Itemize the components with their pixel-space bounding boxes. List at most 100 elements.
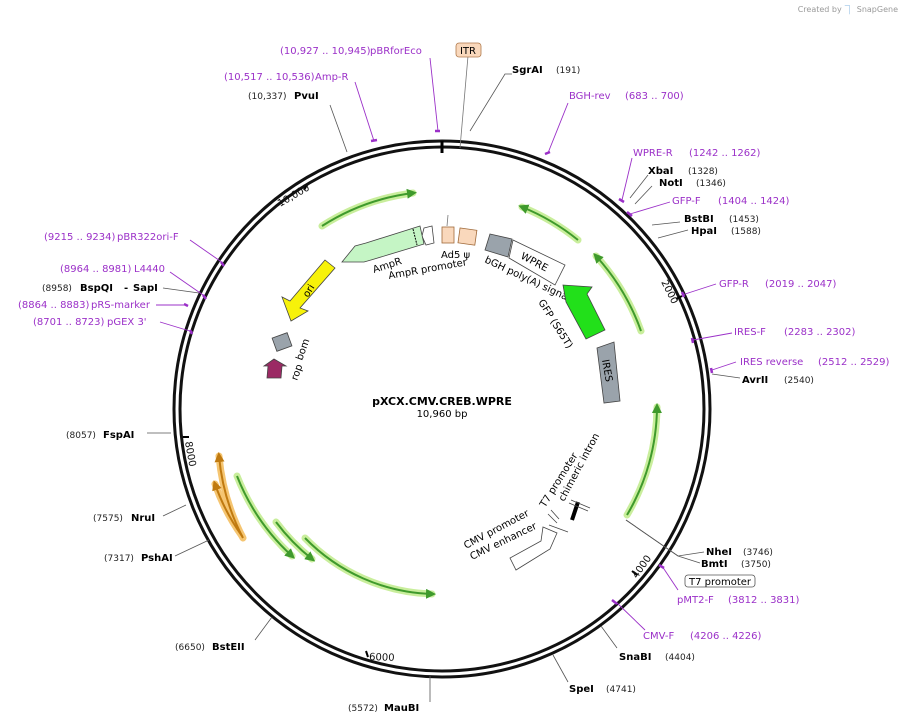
tick-label-6000: 6000 [369, 652, 395, 664]
primer-wpre-r: WPRE-R [633, 148, 673, 159]
enzyme-hpai: HpaI [691, 226, 717, 237]
snapgene-logo-icon: ⏋ [844, 6, 854, 16]
enzyme-pshai: PshAI [141, 553, 173, 564]
enzyme-bspqi-pos: (8958) [42, 284, 72, 294]
primer-marks [183, 129, 714, 605]
bgh-polya-box [484, 233, 513, 258]
ires-label: IRES [599, 359, 614, 383]
enzyme-bsteii-pos: (6650) [175, 643, 205, 653]
enzyme-spei: SpeI [569, 684, 594, 695]
enzyme-xbai-pos: (1328) [688, 167, 718, 177]
enzyme-pshai-pos: (7317) [104, 554, 134, 564]
enzyme-snabi: SnaBI [619, 652, 651, 663]
ori-arrow [281, 259, 336, 322]
enzyme-sgrai: SgrAI [512, 65, 543, 76]
enzyme-nrui-pos: (7575) [93, 514, 123, 524]
enzyme-bmti-pos: (3750) [741, 560, 771, 570]
primer-gfp-f: GFP-F [672, 196, 701, 207]
enzyme-noti-pos: (1346) [696, 179, 726, 189]
itr-label: ITR [460, 46, 476, 57]
primer-ires-f: IRES-F [734, 327, 766, 338]
primer-labels: (10,927 .. 10,945) pBRforEco (10,517 .. … [18, 46, 890, 642]
wpre-box [508, 239, 566, 286]
primer-pmt2-f: pMT2-F [677, 595, 714, 606]
primer-cmv-f: CMV-F [643, 631, 674, 642]
t7-outer-label: T7 promoter [688, 577, 752, 588]
ad5-psi-box-2 [457, 227, 478, 246]
enzyme-noti: NotI [659, 178, 683, 189]
enzyme-snabi-pos: (4404) [665, 653, 695, 663]
orf-arrow-5 [236, 475, 295, 559]
enzyme-bspqi: BspQI [80, 283, 113, 294]
primer-pmt2-f-range: (3812 .. 3831) [728, 595, 800, 606]
orf-arrow-6 [275, 521, 316, 562]
primer-ires-reverse: IRES reverse [740, 357, 803, 368]
orf-arrow-7 [304, 537, 436, 599]
cmv-promoter-arrow [509, 526, 558, 571]
orf-arrow-1 [321, 188, 417, 227]
primer-prs-marker-range: (8864 .. 8883) [18, 300, 90, 311]
primer-pbr322ori-f-range: (9215 .. 9234) [44, 232, 116, 243]
ampr-arrow [341, 225, 425, 263]
primer-pbrforeco: pBRforEco [370, 46, 422, 57]
rop-label: rop [289, 363, 305, 382]
chimeric-intron-mark [570, 501, 580, 521]
primer-bgh-rev-range: (683 .. 700) [625, 91, 684, 102]
orf-arrow-3 [593, 253, 642, 332]
t7-outer-box [684, 574, 756, 588]
primer-leaders [156, 57, 737, 631]
tick-label-8000: 8000 [182, 441, 197, 468]
inner-features: Ad5 ψ AmpR AmpR promoter ori bom rop bGH… [262, 214, 621, 571]
tick-6000 [365, 650, 369, 658]
bom-box [271, 332, 293, 352]
enzyme-bstbi-pos: (1453) [729, 215, 759, 225]
enzyme-xbai: XbaI [648, 166, 673, 177]
gfp-arrow [562, 284, 606, 340]
primer-prs-marker: pRS-marker [91, 300, 151, 311]
primer-pbr322ori-f: pBR322ori-F [117, 232, 179, 243]
enzyme-nhei: NheI [706, 547, 732, 558]
orf-arrow-2 [518, 204, 579, 241]
primer-gfp-f-range: (1404 .. 1424) [718, 196, 790, 207]
enzyme-nrui: NruI [131, 513, 155, 524]
primer-cmv-f-range: (4206 .. 4226) [690, 631, 762, 642]
primer-ires-f-range: (2283 .. 2302) [784, 327, 856, 338]
primer-l4440-range: (8964 .. 8981) [60, 264, 132, 275]
enzyme-leaders [147, 73, 741, 702]
enzyme-bmti: BmtI [701, 559, 728, 570]
ad5-psi-label: Ad5 ψ [441, 250, 471, 261]
primer-gfp-r-range: (2019 .. 2047) [765, 279, 837, 290]
primer-pgex3: pGEX 3' [107, 317, 147, 328]
primer-pbrforeco-range: (10,927 .. 10,945) [280, 46, 371, 57]
primer-ampr: Amp-R [315, 72, 349, 83]
enzyme-nhei-pos: (3746) [743, 548, 773, 558]
enzyme-avrii-pos: (2540) [784, 376, 814, 386]
credit-prefix: Created by [797, 5, 842, 14]
enzyme-maubi: MauBI [384, 703, 419, 714]
enzyme-sapi: SapI [133, 283, 158, 294]
orf-arrow-orange-2 [212, 480, 243, 537]
primer-wpre-r-range: (1242 .. 1262) [689, 148, 761, 159]
primer-pgex3-range: (8701 .. 8723) [33, 317, 105, 328]
ires-box [596, 341, 621, 404]
primer-gfp-r: GFP-R [719, 279, 749, 290]
enzyme-labels: SgrAI (191) XbaI (1328) NotI (1346) BstB… [42, 65, 814, 714]
credit-brand: SnapGene [856, 5, 898, 14]
ad5-psi-box [441, 226, 455, 244]
rop-arrow [262, 358, 288, 379]
enzyme-maubi-pos: (5572) [348, 704, 378, 714]
snapgene-credit: Created by ⏋ SnapGene [798, 3, 898, 16]
plasmid-length: 10,960 bp [417, 409, 468, 420]
enzyme-pvui-pos: (10,337) [248, 92, 287, 102]
itr-box [455, 42, 482, 58]
enzyme-fspai-pos: (8057) [66, 431, 96, 441]
enzyme-bstbi: BstBI [684, 214, 714, 225]
primer-ires-reverse-range: (2512 .. 2529) [818, 357, 890, 368]
tick-4000 [631, 570, 638, 576]
plasmid-name: pXCX.CMV.CREB.WPRE [372, 395, 512, 408]
primer-ampr-range: (10,517 .. 10,536) [224, 72, 315, 83]
primer-bgh-rev: BGH-rev [569, 91, 611, 102]
enzyme-spei-pos: (4741) [606, 685, 636, 695]
enzyme-sgrai-pos: (191) [556, 66, 580, 76]
